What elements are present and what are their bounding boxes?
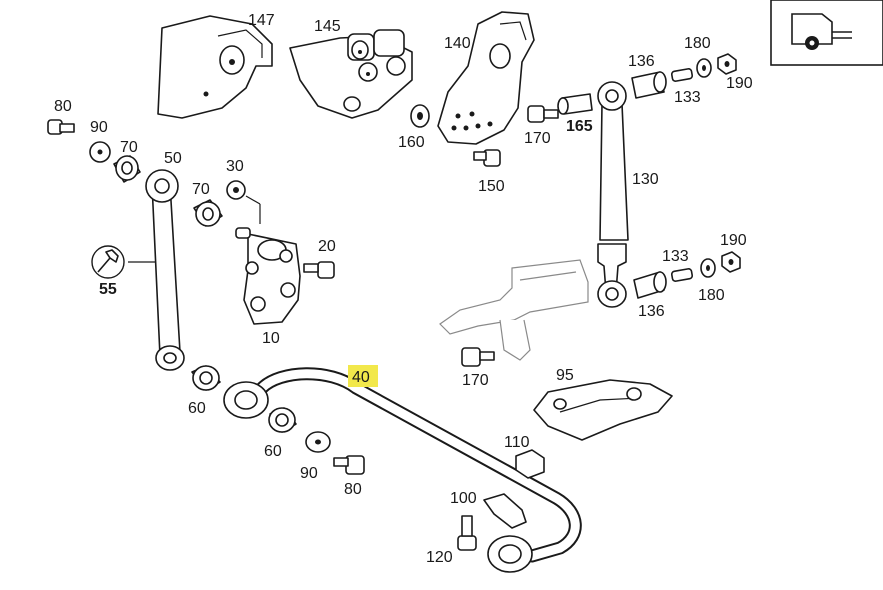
bushing-60-upper[interactable] <box>191 365 221 391</box>
label-140[interactable]: 140 <box>444 35 471 52</box>
label-150[interactable]: 150 <box>478 178 505 195</box>
highlight-40 <box>348 365 378 387</box>
label-120[interactable]: 120 <box>426 549 453 566</box>
stabilizer-bar-40[interactable] <box>223 367 582 573</box>
washer-160[interactable] <box>410 104 430 128</box>
label-80-upper[interactable]: 80 <box>54 98 72 115</box>
label-170-lower[interactable]: 170 <box>462 372 489 389</box>
label-100[interactable]: 100 <box>450 490 477 507</box>
bolt-20[interactable] <box>303 261 335 279</box>
label-133-lower[interactable]: 133 <box>662 248 689 265</box>
bearing-bracket-10[interactable] <box>235 227 301 325</box>
lower-mount-reference <box>439 259 589 361</box>
bushing-60-lower[interactable] <box>268 407 297 433</box>
nut-110[interactable] <box>515 449 545 479</box>
label-90-upper[interactable]: 90 <box>90 119 108 136</box>
bolt-150[interactable] <box>473 149 501 167</box>
label-170-upper[interactable]: 170 <box>524 130 551 147</box>
label-136-upper[interactable]: 136 <box>628 53 655 70</box>
label-180-upper[interactable]: 180 <box>684 35 711 52</box>
bushing-136-lower[interactable] <box>633 271 667 299</box>
label-80-lower[interactable]: 80 <box>344 481 362 498</box>
washer-90-lower[interactable] <box>305 431 331 453</box>
washer-90-upper[interactable] <box>89 141 111 163</box>
label-95[interactable]: 95 <box>556 367 574 384</box>
label-136-lower[interactable]: 136 <box>638 303 665 320</box>
label-60-upper[interactable]: 60 <box>188 400 206 417</box>
label-130[interactable]: 130 <box>632 171 659 188</box>
label-160[interactable]: 160 <box>398 134 425 151</box>
washer-180-upper[interactable] <box>696 58 712 78</box>
bracket-145[interactable] <box>289 29 413 119</box>
label-10[interactable]: 10 <box>262 330 280 347</box>
label-60-lower[interactable]: 60 <box>264 443 282 460</box>
bolt-120[interactable] <box>457 515 477 551</box>
clamp-95[interactable] <box>533 379 673 441</box>
bracket-140[interactable] <box>437 11 535 145</box>
label-20[interactable]: 20 <box>318 238 336 255</box>
label-190-upper[interactable]: 190 <box>726 75 753 92</box>
spacer-133-lower[interactable] <box>670 268 694 282</box>
label-145[interactable]: 145 <box>314 18 341 35</box>
label-70-upper[interactable]: 70 <box>120 139 138 156</box>
label-40[interactable]: 40 <box>352 369 370 386</box>
bushing-70-left[interactable] <box>113 155 141 183</box>
sleeve-165[interactable] <box>557 93 593 115</box>
washer-30[interactable] <box>226 180 246 200</box>
bushing-70-center[interactable] <box>193 199 223 227</box>
bolt-80-lower[interactable] <box>333 455 365 475</box>
label-55[interactable]: 55 <box>99 281 117 298</box>
label-70-center[interactable]: 70 <box>192 181 210 198</box>
shock-absorber-130[interactable] <box>597 81 629 308</box>
wrench-icon <box>91 245 125 279</box>
bolt-170-lower[interactable] <box>461 347 495 367</box>
link-rod-50[interactable] <box>128 169 185 371</box>
nut-190-lower[interactable] <box>721 251 741 273</box>
bracket-147[interactable] <box>157 15 273 119</box>
bushing-136-upper[interactable] <box>631 71 667 99</box>
label-133-upper[interactable]: 133 <box>674 89 701 106</box>
washer-180-lower[interactable] <box>700 258 716 278</box>
truck-front-axle-icon <box>770 0 883 66</box>
bolt-170-upper[interactable] <box>527 105 559 123</box>
nut-190-upper[interactable] <box>717 53 737 75</box>
label-50[interactable]: 50 <box>164 150 182 167</box>
label-30[interactable]: 30 <box>226 158 244 175</box>
clip-100[interactable] <box>483 493 527 529</box>
label-90-lower[interactable]: 90 <box>300 465 318 482</box>
spacer-133-upper[interactable] <box>670 68 694 82</box>
label-190-lower[interactable]: 190 <box>720 232 747 249</box>
label-165[interactable]: 165 <box>566 118 593 135</box>
label-110[interactable]: 110 <box>504 434 530 451</box>
bolt-80-upper[interactable] <box>47 119 75 135</box>
label-147[interactable]: 147 <box>248 12 275 29</box>
label-180-lower[interactable]: 180 <box>698 287 725 304</box>
